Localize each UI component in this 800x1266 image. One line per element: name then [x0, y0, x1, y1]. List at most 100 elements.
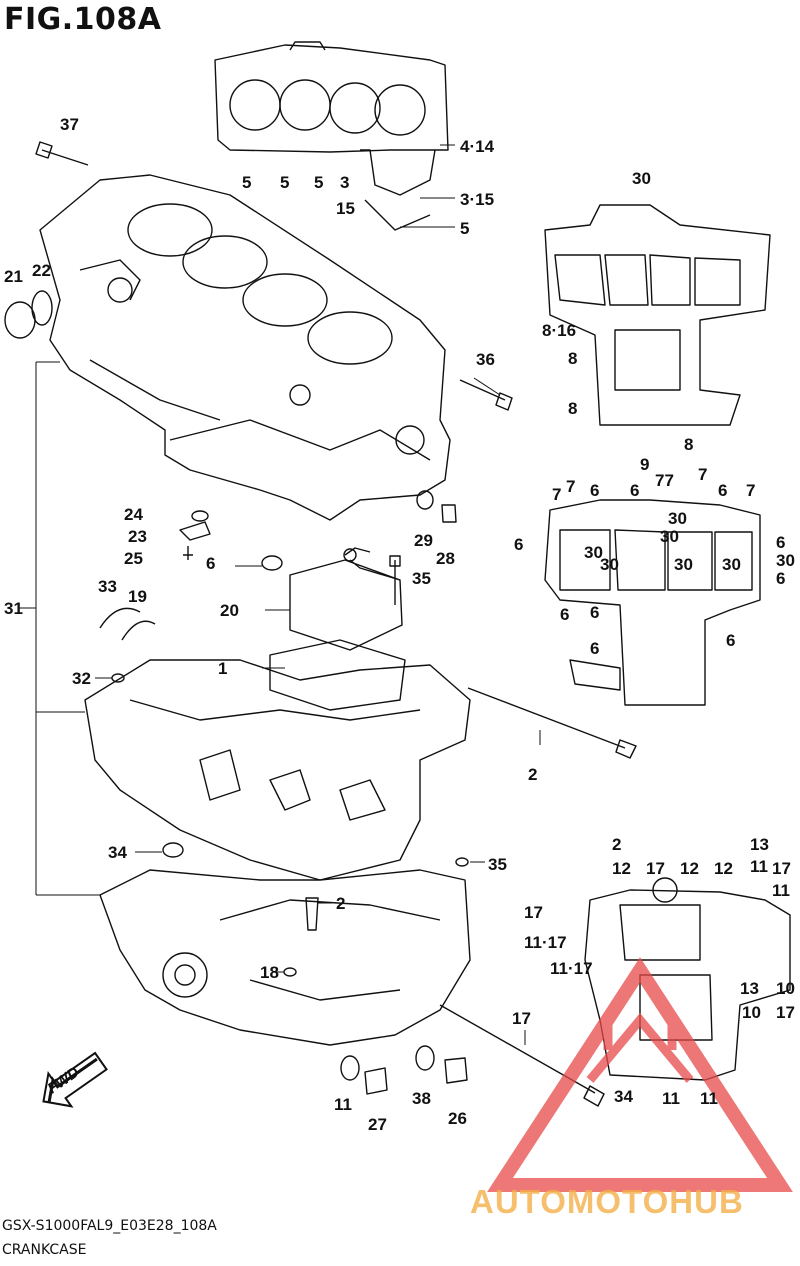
- callout-label: 3: [340, 173, 350, 192]
- callout-label: 8·16: [542, 321, 577, 340]
- callout-label: 28: [436, 549, 455, 568]
- callout-label: 23: [128, 527, 147, 546]
- callout-label: 12: [714, 859, 733, 878]
- callout-label: 7: [566, 477, 576, 496]
- leader-lines: [18, 144, 541, 1045]
- dowel-2c: [283, 967, 297, 977]
- breather-cover-assembly: [544, 204, 771, 426]
- callout-label: 30: [722, 555, 741, 574]
- lower-crankcase: [84, 659, 471, 881]
- gasket-32: [269, 639, 406, 711]
- callout-label: 3·15: [460, 190, 495, 209]
- callout-label: 6: [718, 481, 728, 500]
- callout-label: 26: [448, 1109, 467, 1128]
- bolt-36: [459, 379, 513, 411]
- callout-label: 8: [568, 349, 578, 368]
- callout-label: 10: [776, 979, 795, 998]
- callout-label: 30: [584, 543, 603, 562]
- callout-label: 30: [674, 555, 693, 574]
- callout-label: 25: [124, 549, 143, 568]
- oil-separator-cover-31: [289, 547, 403, 651]
- sensor-18: [305, 897, 319, 931]
- callout-label: 30: [668, 509, 687, 528]
- callout-label: 6: [776, 533, 786, 552]
- plug-28: [441, 504, 457, 523]
- callout-label: 30: [776, 551, 795, 570]
- callout-label: 31: [4, 599, 23, 618]
- cylinder-head-gasket: [214, 41, 449, 231]
- callout-label: 24: [124, 505, 143, 524]
- callout-label: 6: [514, 535, 524, 554]
- callout-label: 2: [612, 835, 622, 854]
- callout-label: 5: [242, 173, 252, 192]
- callout-label: 8: [684, 435, 694, 454]
- callout-label: 6: [560, 605, 570, 624]
- callout-label: 12: [680, 859, 699, 878]
- callout-label: 2: [528, 765, 538, 784]
- callout-label: 36: [476, 350, 495, 369]
- watermark-brand-text: AUTOMOTOHUB: [470, 1183, 744, 1220]
- callout-label: 5: [280, 173, 290, 192]
- callout-label: 8: [568, 399, 578, 418]
- washer-38: [340, 1055, 360, 1081]
- model-code: GSX-S1000FAL9_E03E28_108A: [2, 1218, 217, 1234]
- callout-label: 17: [772, 859, 791, 878]
- callout-label: 34: [108, 843, 127, 862]
- callout-label: 2: [336, 894, 346, 913]
- dowel-2a: [111, 673, 125, 683]
- callout-label: 20: [220, 601, 239, 620]
- callout-label: 15: [336, 199, 355, 218]
- callout-label: 22: [32, 261, 51, 280]
- callout-label: 7: [552, 485, 562, 504]
- callout-label: 7: [746, 481, 756, 500]
- plug-27: [444, 1057, 468, 1084]
- callout-label: 21: [4, 267, 23, 286]
- fitting-24-23-25: [179, 510, 211, 560]
- bolt-34a: [467, 687, 637, 759]
- callout-label: 11: [334, 1095, 352, 1114]
- callout-label: 17: [512, 1009, 531, 1028]
- callout-label: 35: [412, 569, 431, 588]
- plug-39: [364, 1067, 388, 1095]
- callout-label: 29: [414, 531, 433, 550]
- callout-label: 35: [488, 855, 507, 874]
- grommet-35b: [162, 842, 184, 858]
- washer-29: [416, 490, 434, 510]
- callout-label: 7: [698, 465, 708, 484]
- callout-label: 17: [646, 859, 665, 878]
- callout-label: 30: [632, 169, 651, 188]
- callout-label: 13: [750, 835, 769, 854]
- bearing-20: [121, 620, 156, 641]
- callout-label: 6: [590, 603, 600, 622]
- section-name: CRANKCASE: [2, 1242, 87, 1258]
- callout-label: 5: [460, 219, 470, 238]
- callout-label: 11·17: [524, 933, 567, 952]
- bolt-33: [389, 555, 401, 605]
- callout-label: 17: [776, 1003, 795, 1022]
- callout-label: 33: [98, 577, 117, 596]
- callout-label: 13: [740, 979, 759, 998]
- callout-label: 11: [772, 881, 790, 900]
- callout-label: 6: [590, 481, 600, 500]
- callout-label: 11: [700, 1089, 718, 1108]
- callout-label: 18: [260, 963, 279, 982]
- figure-title: FIG.108A: [4, 2, 162, 37]
- callout-label: 1: [218, 659, 228, 678]
- callout-label: 10: [742, 1003, 761, 1022]
- callout-label: 4·14: [460, 137, 495, 156]
- watermark-brand: AUTOMOTOHUB: [470, 1183, 744, 1221]
- bolt-37: [35, 141, 89, 166]
- bearing-19: [99, 607, 141, 629]
- callout-label: 6: [776, 569, 786, 588]
- dowel-2b: [455, 857, 469, 867]
- oil-pan-case: [99, 869, 471, 1046]
- grommet-35: [261, 555, 283, 571]
- callout-label: 32: [72, 669, 91, 688]
- callout-label: 6: [590, 639, 600, 658]
- callout-label: 17: [524, 903, 543, 922]
- callout-label: 11: [662, 1089, 680, 1108]
- callout-label: 37: [60, 115, 79, 134]
- callout-label: 6: [630, 481, 640, 500]
